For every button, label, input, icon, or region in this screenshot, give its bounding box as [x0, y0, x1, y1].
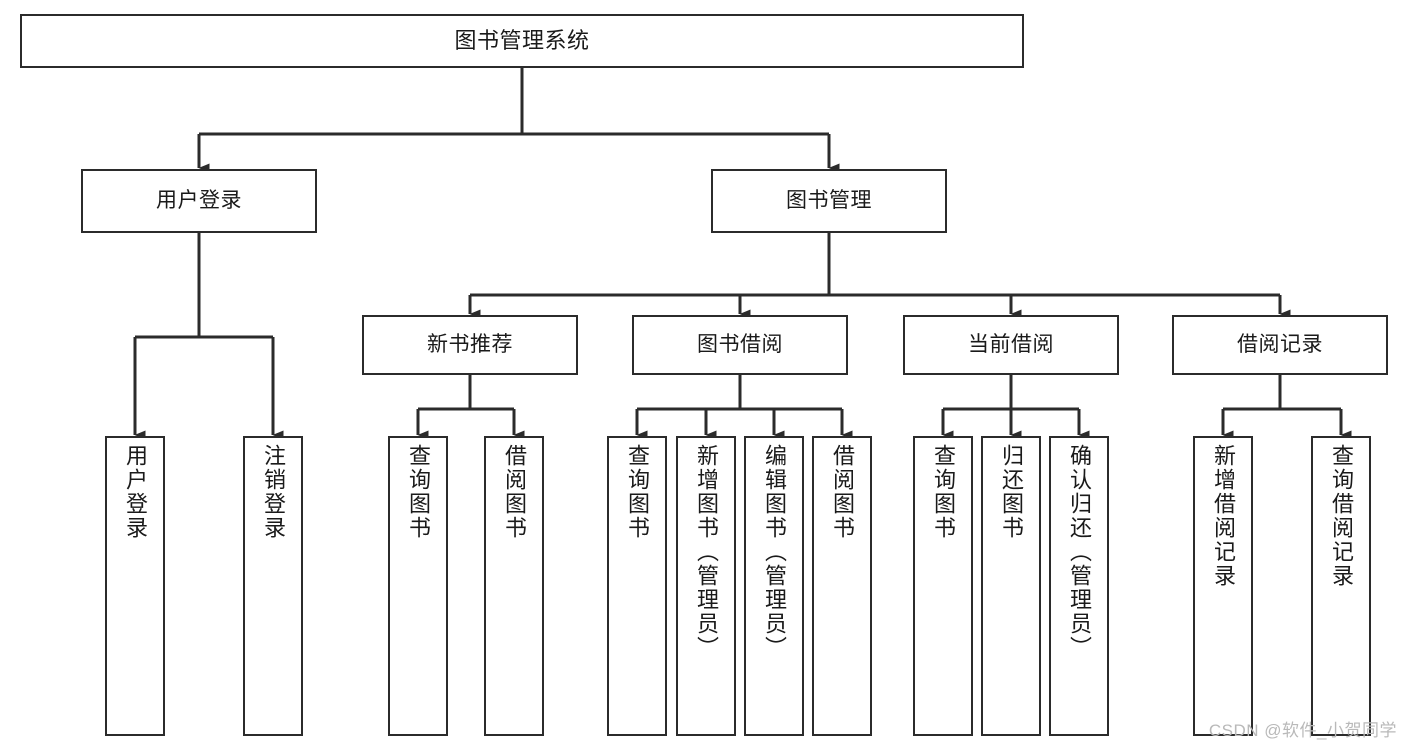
node-root[interactable]: 图书管理系统 — [20, 14, 1024, 68]
node-leaf-query-book-3[interactable]: 查询图书 — [913, 436, 973, 736]
node-book-borrow[interactable]: 图书借阅 — [632, 315, 848, 375]
node-leaf-confirm-return[interactable]: 确认归还（管理员） — [1049, 436, 1109, 736]
node-borrow-record-label: 借阅记录 — [1237, 332, 1323, 356]
node-leaf-logout-label: 注销登录 — [261, 444, 286, 540]
node-book-management-label: 图书管理 — [786, 188, 872, 212]
node-leaf-return-book-label: 归还图书 — [999, 444, 1024, 540]
node-leaf-borrow-book-1[interactable]: 借阅图书 — [484, 436, 544, 736]
node-leaf-borrow-book-1-label: 借阅图书 — [502, 444, 527, 540]
node-leaf-query-record-label: 查询借阅记录 — [1329, 444, 1354, 588]
node-user-login-label: 用户登录 — [156, 188, 242, 212]
node-new-book-recommend[interactable]: 新书推荐 — [362, 315, 578, 375]
node-book-borrow-label: 图书借阅 — [697, 332, 783, 356]
node-leaf-query-book-3-label: 查询图书 — [931, 444, 956, 540]
node-leaf-query-book-2-label: 查询图书 — [625, 444, 650, 540]
node-leaf-add-record-label: 新增借阅记录 — [1211, 444, 1236, 588]
node-leaf-user-login[interactable]: 用户登录 — [105, 436, 165, 736]
node-leaf-return-book[interactable]: 归还图书 — [981, 436, 1041, 736]
node-book-management[interactable]: 图书管理 — [711, 169, 947, 233]
node-leaf-user-login-label: 用户登录 — [123, 444, 148, 540]
node-leaf-add-book[interactable]: 新增图书（管理员） — [676, 436, 736, 736]
node-new-book-recommend-label: 新书推荐 — [427, 332, 513, 356]
node-leaf-query-book-1[interactable]: 查询图书 — [388, 436, 448, 736]
node-leaf-edit-book-label: 编辑图书（管理员） — [762, 444, 787, 660]
node-leaf-add-record[interactable]: 新增借阅记录 — [1193, 436, 1253, 736]
node-leaf-confirm-return-label: 确认归还（管理员） — [1067, 444, 1092, 660]
node-leaf-query-book-1-label: 查询图书 — [406, 444, 431, 540]
node-leaf-add-book-label: 新增图书（管理员） — [694, 444, 719, 660]
node-leaf-borrow-book-2-label: 借阅图书 — [830, 444, 855, 540]
node-leaf-logout[interactable]: 注销登录 — [243, 436, 303, 736]
node-current-borrow-label: 当前借阅 — [968, 332, 1054, 356]
watermark-text: CSDN @软件_小贺同学 — [1208, 721, 1397, 740]
node-leaf-query-record[interactable]: 查询借阅记录 — [1311, 436, 1371, 736]
node-user-login[interactable]: 用户登录 — [81, 169, 317, 233]
node-root-label: 图书管理系统 — [454, 28, 590, 54]
connector-lines — [133, 68, 1352, 440]
node-borrow-record[interactable]: 借阅记录 — [1172, 315, 1388, 375]
node-current-borrow[interactable]: 当前借阅 — [903, 315, 1119, 375]
node-leaf-query-book-2[interactable]: 查询图书 — [607, 436, 667, 736]
node-leaf-borrow-book-2[interactable]: 借阅图书 — [812, 436, 872, 736]
node-leaf-edit-book[interactable]: 编辑图书（管理员） — [744, 436, 804, 736]
